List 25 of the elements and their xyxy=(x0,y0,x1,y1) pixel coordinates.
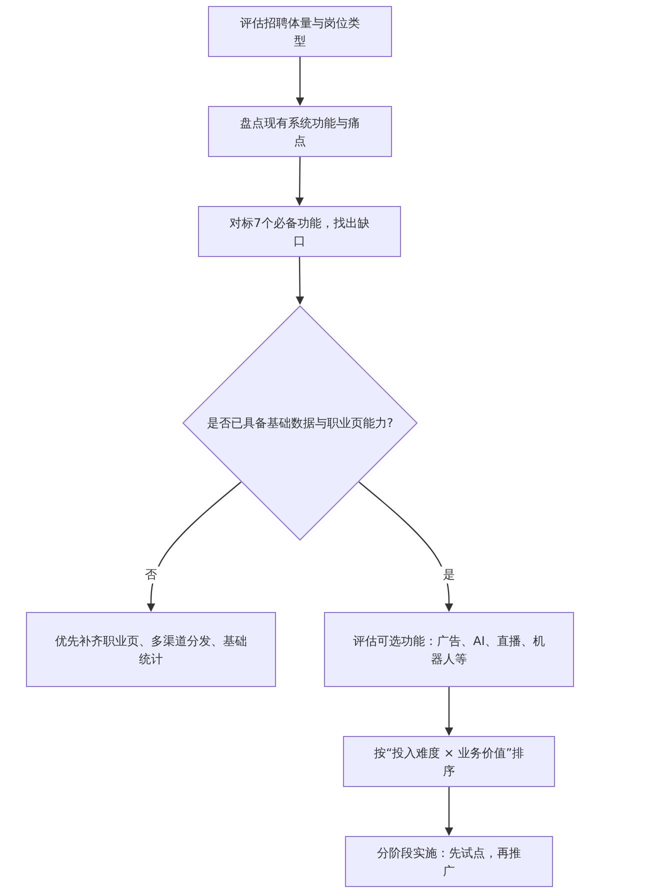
process-box xyxy=(208,106,392,157)
arrow xyxy=(296,57,304,106)
arrow xyxy=(358,482,454,612)
process-box xyxy=(198,206,401,257)
node-label: 按“投入难度 × 业务价值”排序 xyxy=(372,744,526,780)
arrow xyxy=(295,157,304,206)
edge-label: 否 xyxy=(143,566,159,584)
process-box xyxy=(345,836,553,887)
node-label: 对标7个必备功能，找出缺口 xyxy=(228,214,370,250)
arrow xyxy=(444,787,454,836)
process-box xyxy=(343,736,555,787)
process-box xyxy=(324,612,574,687)
arrow xyxy=(296,257,304,305)
process-box xyxy=(208,6,392,57)
arrow xyxy=(444,687,454,736)
node-label: 评估可选功能：广告、AI、直播、机器人等 xyxy=(352,632,546,668)
node-label: 是否已具备基础数据与职业页能力? xyxy=(206,415,394,432)
edge-label: 是 xyxy=(441,566,457,584)
node-label: 盘点现有系统功能与痛点 xyxy=(239,114,361,150)
decision-diamond xyxy=(182,305,418,541)
node-label: 优先补齐职业页、多渠道分发、基础统计 xyxy=(54,632,248,668)
node-label: 评估招聘体量与岗位类型 xyxy=(239,14,361,50)
arrow xyxy=(146,482,242,612)
node-label: 分阶段实施：先试点，再推广 xyxy=(376,844,522,880)
process-box xyxy=(26,612,276,687)
